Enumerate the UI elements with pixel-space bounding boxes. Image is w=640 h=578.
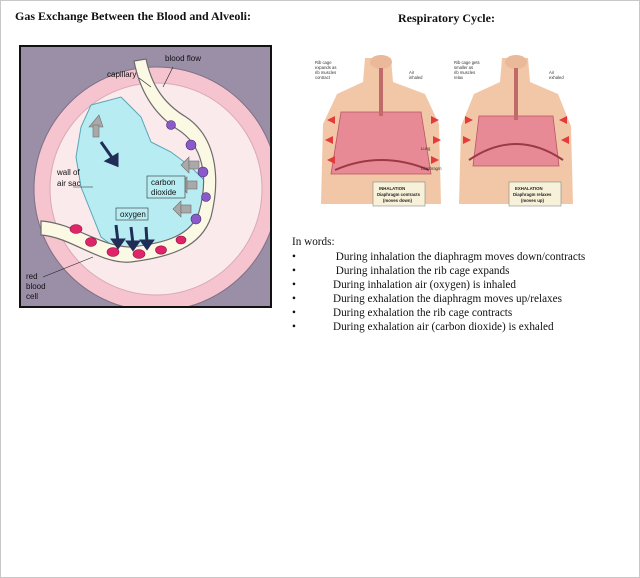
list-item-text: During inhalation the diaphragm moves do… — [333, 251, 586, 263]
list-item-text: During inhalation the rib cage expands — [333, 265, 510, 277]
list-item: • During exhalation the rib cage contract… — [292, 306, 585, 320]
inhale-note-line4: contract — [315, 75, 331, 80]
gas-exchange-diagram: blood flow capillary wall of air sac car… — [19, 45, 272, 308]
oxygen-label: oxygen — [120, 210, 146, 219]
inhalation-box-title: INHALATION — [379, 186, 405, 191]
inhale-note-line1: Rib cage — [315, 60, 332, 65]
carbon-dioxide-label-line2: dioxide — [151, 188, 177, 197]
bullet-icon: • — [292, 321, 296, 333]
wall-of-air-sac-label-line1: wall of — [56, 168, 80, 177]
bullet-icon: • — [292, 265, 296, 277]
bullet-icon: • — [292, 307, 296, 319]
bullet-icon: • — [292, 293, 296, 305]
list-item: • During inhalation the rib cage expands — [292, 264, 585, 278]
bullet-icon: • — [292, 279, 296, 291]
capillary-label: capillary — [107, 70, 136, 79]
list-item-text: During exhalation air (carbon dioxide) i… — [333, 321, 554, 333]
diaphragm-label: Diaphragm — [421, 166, 442, 171]
exhalation-torso — [459, 55, 573, 207]
gas-exchange-heading: Gas Exchange Between the Blood and Alveo… — [15, 9, 252, 23]
lung-label: Lung — [421, 146, 431, 151]
list-item: • During exhalation the diaphragm moves u… — [292, 292, 585, 306]
respiratory-cycle-figure: Rib cage expands as rib muscles contract… — [313, 54, 589, 216]
red-blood-cell-label-line1: red — [26, 272, 38, 281]
exhale-note-line3: rib muscles — [454, 70, 475, 75]
air-exhaled-line1: Air — [549, 70, 555, 75]
list-item: • During inhalation air (oxygen) is inhal… — [292, 278, 585, 292]
respiration-steps-list: • During inhalation the diaphragm moves … — [292, 250, 585, 334]
inhalation-torso — [321, 55, 441, 207]
inhale-note-line2: expands as — [315, 65, 336, 70]
inhale-note-line3: rib muscles — [315, 70, 336, 75]
air-inhaled-line1: Air — [409, 70, 415, 75]
list-item-text: During exhalation the rib cage contracts — [333, 307, 513, 319]
respiratory-cycle-heading: Respiratory Cycle: — [398, 11, 495, 25]
exhale-note-line2: smaller as — [454, 65, 473, 70]
list-item: • During inhalation the diaphragm moves … — [292, 250, 585, 264]
red-blood-cell-label-line2: blood — [26, 282, 46, 291]
gas-exchange-illustration: blood flow capillary wall of air sac car… — [21, 47, 270, 306]
respiratory-illustration: Rib cage expands as rib muscles contract… — [315, 55, 573, 207]
list-item: • During exhalation air (carbon dioxide) … — [292, 320, 585, 334]
wall-of-air-sac-label-line2: air sac — [57, 179, 81, 188]
air-inhaled-line2: inhaled — [409, 75, 423, 80]
blood-flow-label: blood flow — [165, 54, 201, 63]
bullet-icon: • — [292, 251, 296, 263]
exhalation-box-line3: (moves up) — [521, 198, 544, 203]
in-words-section: In words: • During inhalation the diaphr… — [292, 235, 585, 334]
inhalation-box-line3: (moves down) — [383, 198, 412, 203]
air-exhaled-line2: exhaled — [549, 75, 564, 80]
exhalation-box-title: EXHALATION — [515, 186, 543, 191]
list-item-text: During inhalation air (oxygen) is inhale… — [333, 279, 516, 291]
list-item-text: During exhalation the diaphragm moves up… — [333, 293, 562, 305]
inhalation-box-line2: Diaphragm contracts — [377, 192, 421, 197]
red-blood-cell-label-line3: cell — [26, 292, 38, 301]
exhalation-box-line2: Diaphragm relaxes — [513, 192, 552, 197]
exhale-note-line4: relax — [454, 75, 464, 80]
in-words-intro: In words: — [292, 236, 335, 248]
exhale-note-line1: Rib cage gets — [454, 60, 480, 65]
carbon-dioxide-label-line1: carbon — [151, 178, 175, 187]
